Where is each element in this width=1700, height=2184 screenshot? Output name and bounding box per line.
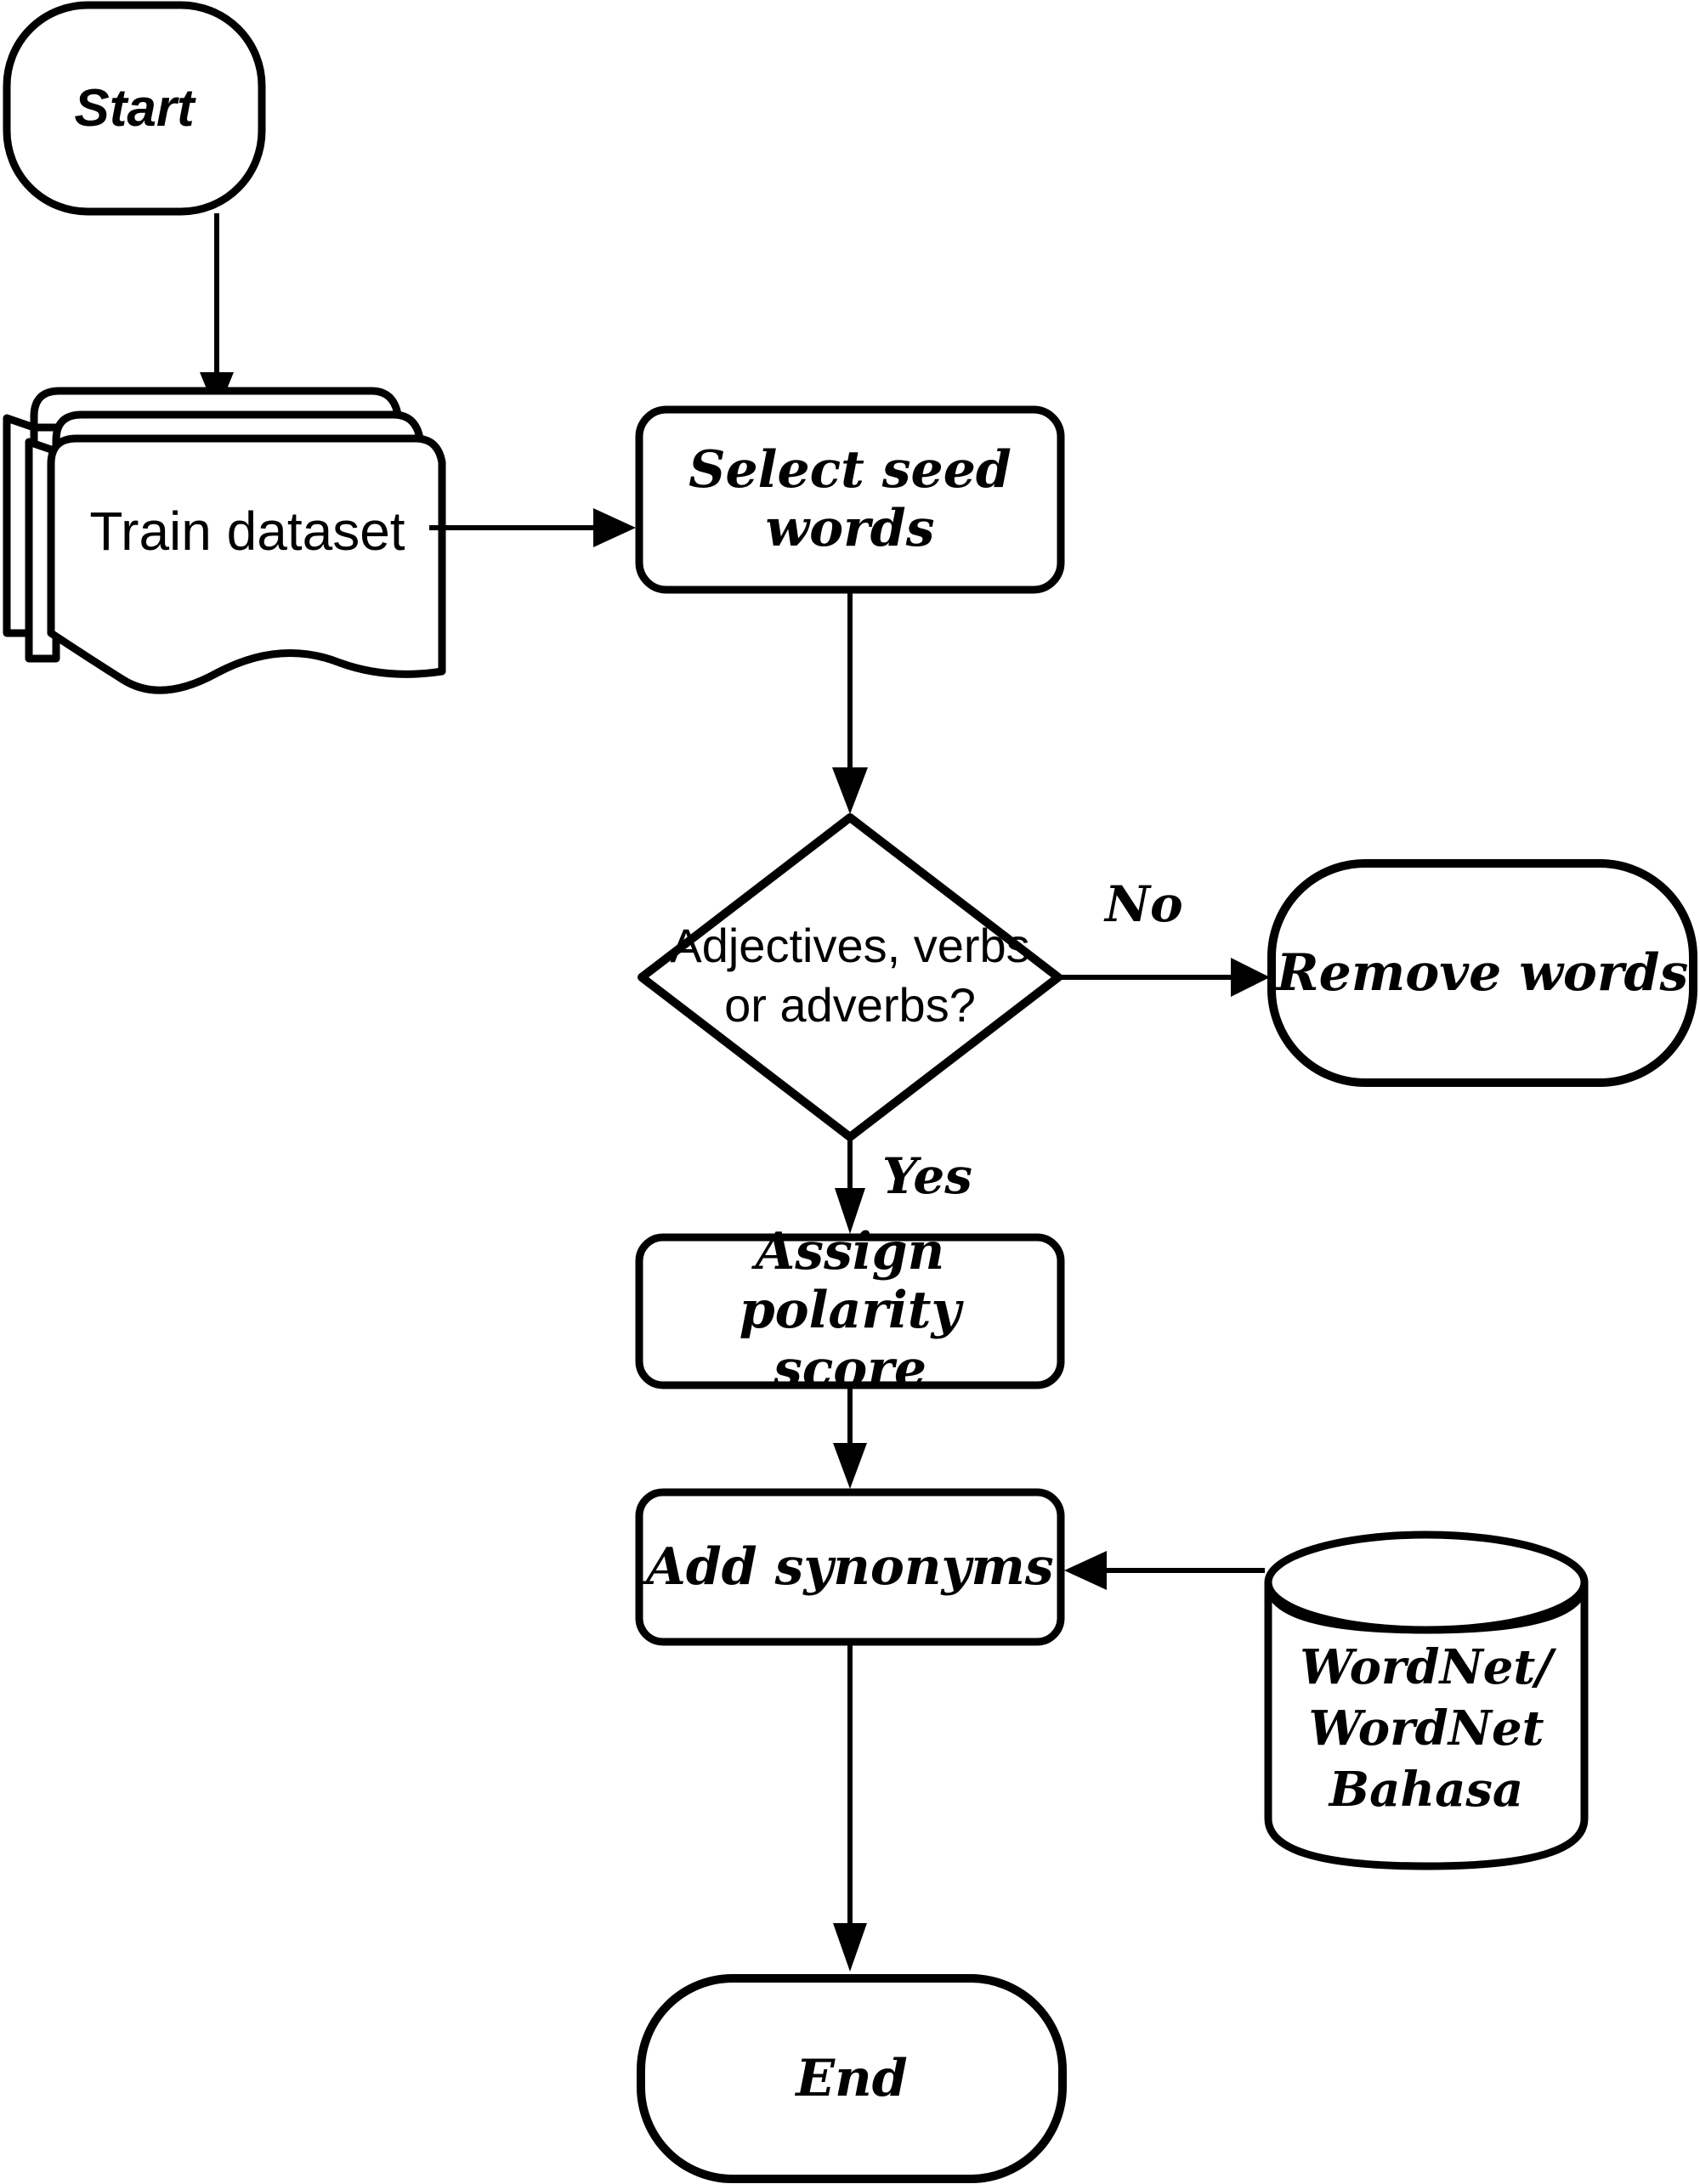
wordnet-db-shape[interactable] bbox=[1264, 1530, 1589, 1870]
edge-wordnet-db-to-add-synonyms bbox=[1064, 1551, 1265, 1590]
edge-decision-to-assign-polarity-score bbox=[835, 1139, 865, 1234]
edge-start-to-train-dataset bbox=[200, 213, 234, 414]
decision-node-shape[interactable] bbox=[638, 813, 1062, 1141]
edge-decision-to-remove-words bbox=[1060, 958, 1270, 997]
edge-add-synonyms-to-end bbox=[833, 1644, 867, 1972]
edge-select-seed-words-to-decision bbox=[832, 591, 868, 814]
edge-assign-polarity-to-add-synonyms bbox=[833, 1387, 867, 1489]
train-dataset-sheet-front[interactable] bbox=[47, 434, 446, 694]
select-seed-words-shape[interactable] bbox=[635, 405, 1065, 594]
add-synonyms-shape[interactable] bbox=[635, 1488, 1065, 1646]
edge-train-dataset-to-select-seed-words bbox=[429, 508, 636, 547]
remove-words-shape[interactable] bbox=[1267, 859, 1697, 1087]
assign-polarity-score-shape[interactable] bbox=[635, 1233, 1065, 1389]
start-node-shape[interactable] bbox=[3, 1, 266, 216]
end-node-shape[interactable] bbox=[637, 1974, 1067, 2183]
